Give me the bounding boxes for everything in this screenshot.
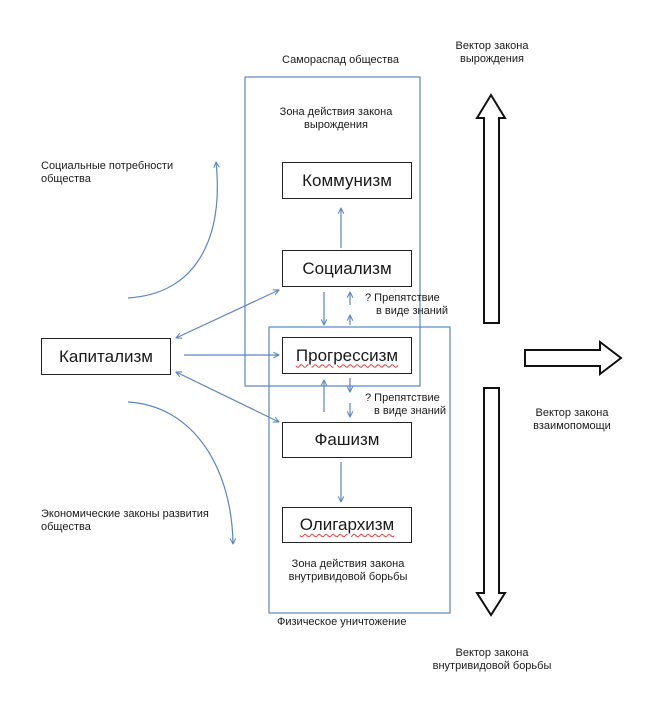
communism-label: Коммунизм (302, 170, 392, 190)
vector-struggle-arrow (475, 387, 507, 617)
top-caption: Самораспад общества (282, 54, 399, 66)
arrow-social-needs-curve (127, 162, 217, 299)
economic-laws-line1: Экономические законы развития (41, 508, 209, 520)
socialism-box: Социализм (282, 250, 412, 287)
vector-mutual-aid-arrow (524, 339, 623, 377)
struggle-zone-label-line1: Зона действия закона (291, 558, 405, 570)
vector-mutual-aid-line2: взаимопомощи (533, 420, 611, 432)
fascism-label: Фашизм (314, 430, 380, 449)
capitalism-box: Капитализм (41, 338, 171, 375)
socialism-label: Социализм (302, 258, 392, 278)
struggle-zone-label-line2: внутривидовой борьбы (288, 571, 408, 583)
vector-degeneration-label: Вектор закона вырождения (437, 40, 547, 66)
bottom-caption: Физическое уничтожение (277, 616, 407, 628)
fascism-box: Фашизм (282, 422, 412, 458)
progressism-box: Прогрессизм (282, 337, 412, 374)
economic-laws-label: Экономические законы развития общества (41, 508, 209, 534)
degeneration-zone-label-line2: вырождения (304, 119, 368, 131)
arrow-capitalism-fascism (176, 372, 279, 422)
social-needs-line2: общества (41, 173, 91, 185)
upper-obstacle-line1: ? Препятствие (365, 292, 440, 304)
vector-mutual-aid-label: Вектор закона взаимопомощи (516, 407, 628, 433)
arrow-capitalism-socialism (176, 290, 279, 338)
progressism-label: Прогрессизм (295, 345, 399, 365)
lower-obstacle-label: ? Препятствие в виде знаний (365, 392, 446, 418)
vector-struggle-line1: Вектор закона (455, 647, 529, 659)
capitalism-label: Капитализм (58, 346, 153, 366)
social-needs-line1: Социальные потребности (41, 160, 174, 172)
degeneration-zone-frame (244, 76, 421, 387)
struggle-zone-label: Зона действия закона внутривидовой борьб… (270, 558, 426, 584)
lower-obstacle-line1: ? Препятствие (365, 392, 440, 404)
struggle-zone-frame (268, 326, 451, 614)
economic-laws-line2: общества (41, 521, 91, 533)
arrow-economic-laws-curve (127, 401, 233, 544)
vector-degeneration-arrow (475, 93, 507, 324)
communism-box: Коммунизм (282, 162, 412, 199)
vector-degeneration-line2: вырождения (460, 53, 524, 65)
oligarchism-label: Олигархизм (299, 515, 395, 534)
degeneration-zone-label: Зона действия закона вырождения (262, 106, 410, 132)
vector-degeneration-line1: Вектор закона (455, 40, 529, 52)
oligarchism-box: Олигархизм (282, 507, 412, 543)
upper-obstacle-label: ? Препятствие в виде знаний (365, 292, 448, 318)
lower-obstacle-line2: в виде знаний (374, 405, 447, 417)
upper-obstacle-line2: в виде знаний (376, 305, 449, 317)
degeneration-zone-label-line1: Зона действия закона (279, 106, 393, 118)
social-needs-label: Социальные потребности общества (41, 160, 173, 186)
vector-mutual-aid-line1: Вектор закона (535, 407, 609, 419)
vector-struggle-line2: внутривидовой борьбы (432, 660, 552, 672)
vector-struggle-label: Вектор закона внутривидовой борьбы (417, 647, 567, 673)
